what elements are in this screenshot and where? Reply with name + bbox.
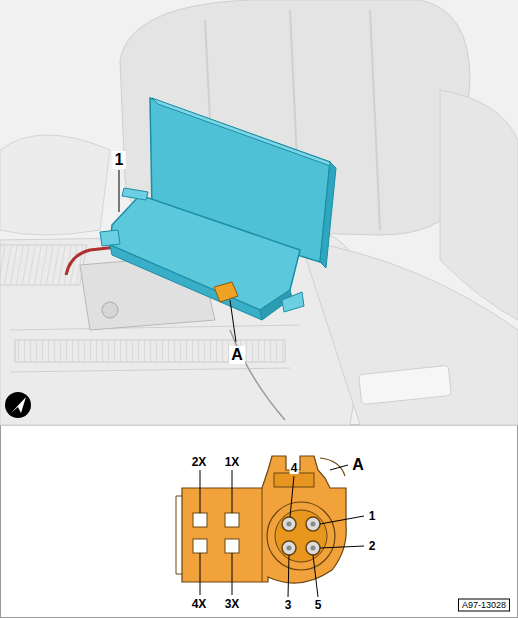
figure-reference: A97-13028 — [458, 599, 510, 612]
pin-label: 4X — [191, 598, 208, 610]
pin-label: 5 — [314, 599, 323, 611]
pin-label: 2X — [191, 456, 208, 468]
callout-letter: A — [229, 346, 245, 364]
callout-number: 1 — [113, 151, 126, 169]
callout-letter: A — [350, 456, 366, 474]
pin-label: 1X — [224, 456, 241, 468]
pin-label: 3X — [224, 598, 241, 610]
pin-label: 1 — [368, 510, 377, 522]
pin-label: 3 — [284, 599, 293, 611]
pin-label: 4 — [290, 462, 299, 474]
pin-label: 2 — [368, 540, 377, 552]
